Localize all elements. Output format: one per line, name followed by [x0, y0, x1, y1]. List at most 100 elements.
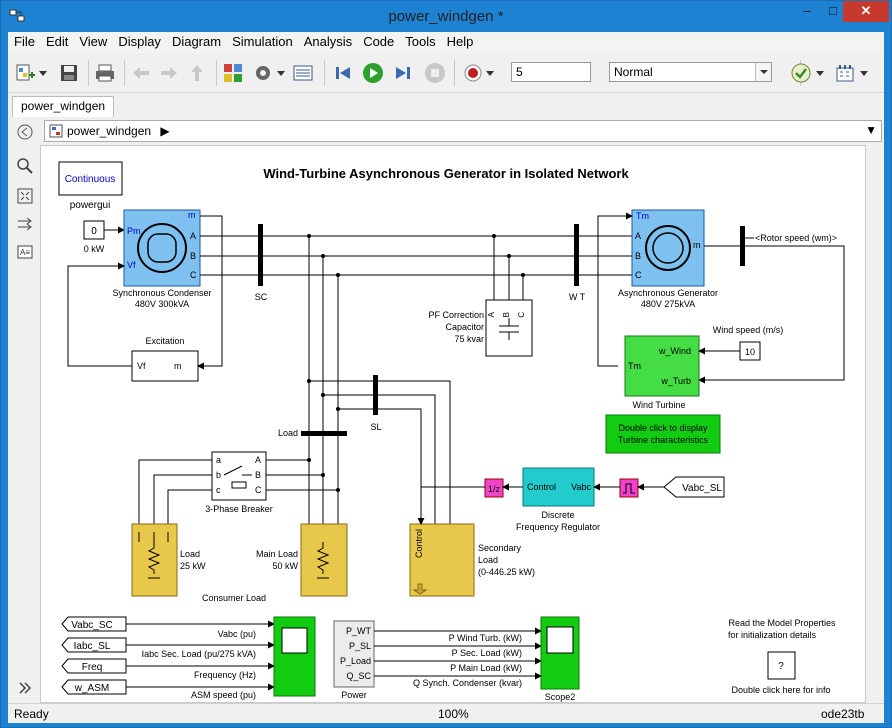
main-load-block[interactable]	[300, 523, 348, 597]
up-icon[interactable]	[186, 62, 208, 84]
hide-browser-icon[interactable]	[16, 123, 34, 141]
wind-turbine-block[interactable]	[624, 335, 700, 397]
freg-port-vabc: Vabc	[571, 482, 591, 492]
left-palette: A≡	[8, 117, 40, 703]
sc-port-vf: Vf	[127, 260, 136, 270]
scope1-sig4: ASM speed (pu)	[191, 690, 256, 700]
wind-speed-label: Wind speed (m/s)	[713, 325, 784, 335]
minimize-button[interactable]: –	[803, 3, 811, 18]
diagram-canvas[interactable]: Wind-Turbine Asynchronous Generator in I…	[40, 145, 866, 703]
zoom-icon[interactable]	[16, 157, 34, 175]
info-text-2: for initialization details	[728, 630, 817, 640]
turbine-char-line2: Turbine characteristics	[618, 435, 709, 445]
bus-bar-sl[interactable]	[373, 375, 378, 415]
powergui-block[interactable]	[58, 161, 123, 196]
scope2-sig4: Q Synch. Condenser (kvar)	[413, 678, 522, 688]
simulation-mode-select[interactable]: Normal	[609, 62, 772, 82]
zero-order-hold-block[interactable]	[619, 478, 639, 498]
power-block[interactable]	[333, 620, 375, 688]
vabc-sl-from-tag[interactable]	[663, 476, 725, 498]
asynchronous-generator-block[interactable]	[631, 209, 705, 287]
menu-display[interactable]: Display	[118, 34, 161, 49]
pf-capacitor-block[interactable]	[485, 299, 533, 357]
ag-port-c: C	[635, 270, 642, 280]
power-port-4: Q_SC	[346, 671, 371, 681]
model-advisor-check-icon[interactable]	[790, 62, 812, 84]
sc-port-c: C	[190, 270, 197, 280]
maximize-button[interactable]: □	[829, 3, 837, 18]
menu-tools[interactable]: Tools	[405, 34, 436, 49]
bus-selector[interactable]	[740, 226, 745, 266]
config-dropdown-icon[interactable]	[277, 71, 285, 76]
menu-code[interactable]: Code	[363, 34, 395, 49]
expand-palette-icon[interactable]	[16, 679, 34, 697]
run-icon[interactable]	[362, 62, 384, 84]
turbine-characteristics-button[interactable]	[605, 414, 721, 454]
menu-edit[interactable]: Edit	[45, 34, 69, 49]
pf-label-1: PF Correction	[428, 310, 484, 320]
step-forward-icon[interactable]	[392, 62, 414, 84]
breadcrumb-arrow-icon: ▶	[160, 124, 170, 138]
model-config-gear-icon[interactable]	[252, 62, 274, 84]
three-phase-breaker-block[interactable]	[211, 451, 267, 501]
scope2-sig1: P Wind Turb. (kW)	[449, 633, 522, 643]
bus-bar-sc[interactable]	[258, 224, 263, 286]
bus-bar-load[interactable]	[301, 431, 347, 436]
address-dropdown-icon[interactable]: ▼	[865, 123, 877, 137]
save-icon[interactable]	[58, 62, 80, 84]
freg-label-1: Discrete	[541, 510, 574, 520]
model-explorer-icon[interactable]	[292, 62, 314, 84]
menu-simulation[interactable]: Simulation	[232, 34, 293, 49]
annotation-icon[interactable]: A≡	[16, 243, 34, 261]
bus-bar-wt[interactable]	[574, 224, 579, 286]
library-browser-icon[interactable]	[222, 62, 244, 84]
stop-time-input[interactable]: 5	[511, 62, 591, 82]
build-dropdown-icon[interactable]	[860, 71, 868, 76]
chevron-down-icon[interactable]	[755, 63, 771, 81]
power-port-2: P_SL	[349, 641, 371, 651]
tab-power-windgen[interactable]: power_windgen	[12, 96, 115, 117]
excitation-label: Excitation	[145, 336, 184, 346]
stop-icon[interactable]	[424, 62, 446, 84]
close-button[interactable]: ✕	[843, 1, 889, 22]
from-iabc-sl-label: Iabc_SL	[74, 641, 111, 652]
build-icon[interactable]	[834, 62, 856, 84]
secondary-label-3: (0-446.25 kW)	[478, 567, 535, 577]
breadcrumb-model-name[interactable]: power_windgen	[67, 124, 152, 138]
menu-analysis[interactable]: Analysis	[303, 34, 353, 49]
power-label: Power	[341, 690, 367, 700]
new-dropdown-icon[interactable]	[39, 71, 47, 76]
scope1-sig1: Vabc (pu)	[218, 629, 256, 639]
back-icon[interactable]	[130, 62, 152, 84]
info-help-button[interactable]	[767, 651, 796, 680]
from-freq-label: Freq	[82, 662, 103, 673]
menu-file[interactable]: File	[14, 34, 35, 49]
new-model-icon[interactable]	[14, 62, 36, 84]
excitation-block[interactable]	[131, 350, 199, 382]
wt-port-wturb: w_Turb	[660, 376, 691, 386]
synchronous-condenser-block[interactable]	[123, 209, 201, 287]
menu-help[interactable]: Help	[446, 34, 474, 49]
model-path-breadcrumb[interactable]: power_windgen ▶ ▼	[44, 120, 882, 142]
menu-view[interactable]: View	[79, 34, 108, 49]
fit-to-view-icon[interactable]	[16, 187, 34, 205]
record-dropdown-icon[interactable]	[486, 71, 494, 76]
step-back-icon[interactable]	[332, 62, 354, 84]
svg-text:A≡: A≡	[20, 248, 30, 257]
forward-icon[interactable]	[158, 62, 180, 84]
menu-diagram[interactable]: Diagram	[171, 34, 222, 49]
vertical-scrollbar[interactable]	[866, 145, 884, 703]
window-title: power_windgen *	[388, 8, 504, 25]
advisor-dropdown-icon[interactable]	[816, 71, 824, 76]
brk-port-C: C	[255, 485, 262, 495]
unit-delay-label: 1/z	[488, 484, 501, 494]
pf-label-3: 75 kvar	[454, 334, 484, 344]
powergui-mode: Continuous	[65, 174, 116, 185]
print-icon[interactable]	[94, 62, 116, 84]
status-ready: Ready	[14, 707, 49, 721]
scope2-sig2: P Sec. Load (kW)	[452, 648, 522, 658]
info-text-3: Double click here for info	[731, 685, 830, 695]
record-icon[interactable]	[462, 62, 484, 84]
signal-arrow-icon[interactable]	[16, 215, 34, 233]
